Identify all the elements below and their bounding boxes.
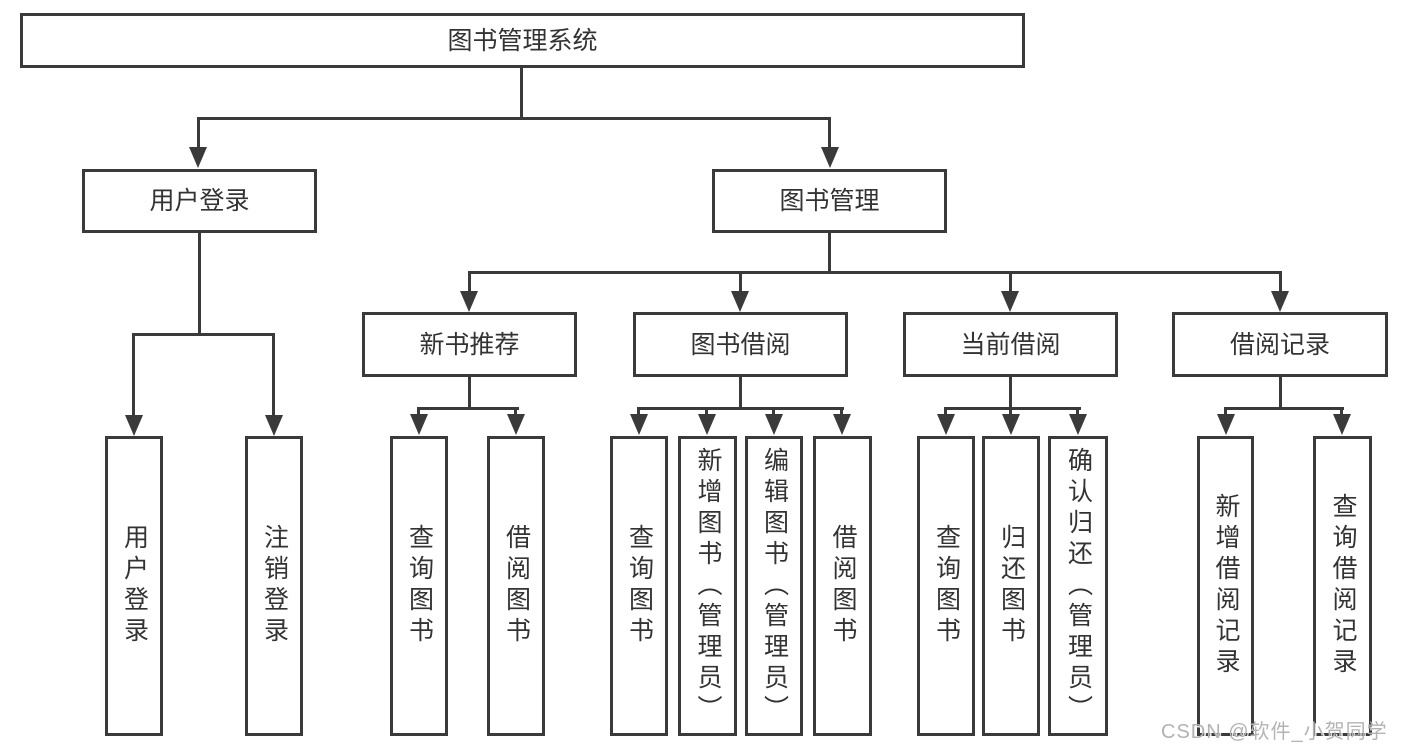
- connector-line: [772, 407, 775, 417]
- leaf-return-books: 归还图书: [982, 436, 1040, 736]
- leaf-borrow-books-borrowing: 借阅图书: [813, 436, 872, 736]
- connector-line: [468, 271, 1282, 274]
- connector-line: [739, 377, 742, 410]
- connector-line: [1224, 407, 1227, 417]
- connector-line: [272, 333, 275, 417]
- connector-line: [1224, 407, 1344, 410]
- arrow-down-icon: [731, 291, 749, 312]
- arrow-down-icon: [1001, 291, 1019, 312]
- connector-line: [1279, 377, 1282, 410]
- watermark: CSDN @软件_小贺同学: [1161, 721, 1388, 743]
- arrow-down-icon: [1333, 414, 1351, 435]
- leaf-borrow-books-recommend: 借阅图书: [487, 436, 545, 736]
- connector-line: [637, 407, 640, 417]
- connector-line: [132, 333, 135, 417]
- connector-line: [197, 117, 831, 120]
- connector-line: [1009, 407, 1012, 417]
- connector-line: [1076, 407, 1079, 417]
- arrow-down-icon: [630, 414, 648, 435]
- arrow-down-icon: [1217, 414, 1235, 435]
- connector-line: [944, 407, 947, 417]
- leaf-query-books-recommend: 查询图书: [390, 436, 448, 736]
- arrow-down-icon: [1271, 291, 1289, 312]
- connector-line: [1340, 407, 1343, 417]
- node-borrowing-records: 借阅记录: [1172, 312, 1388, 377]
- node-user-login: 用户登录: [82, 169, 317, 233]
- connector-line: [198, 233, 201, 336]
- arrow-down-icon: [1069, 414, 1087, 435]
- arrow-down-icon: [189, 147, 207, 168]
- arrow-down-icon: [937, 414, 955, 435]
- connector-line: [468, 377, 471, 410]
- leaf-query-borrow-record: 查询借阅记录: [1313, 436, 1372, 736]
- leaf-query-books-borrowing: 查询图书: [610, 436, 668, 736]
- connector-line: [468, 271, 471, 295]
- connector-line: [514, 407, 517, 417]
- arrow-down-icon: [821, 147, 839, 168]
- connector-line: [944, 407, 1081, 410]
- arrow-down-icon: [765, 414, 783, 435]
- arrow-down-icon: [833, 414, 851, 435]
- connector-line: [132, 333, 275, 336]
- connector-line: [637, 407, 844, 410]
- connector-line: [705, 407, 708, 417]
- leaf-logout-login: 注销登录: [245, 436, 303, 736]
- connector-line: [1009, 377, 1012, 410]
- connector-line: [417, 407, 519, 410]
- arrow-down-icon: [698, 414, 716, 435]
- connector-line: [840, 407, 843, 417]
- connector-line: [1009, 271, 1012, 295]
- arrow-down-icon: [265, 415, 283, 436]
- node-new-book-recommend: 新书推荐: [362, 312, 577, 377]
- node-book-management: 图书管理: [712, 169, 947, 233]
- node-current-borrowing: 当前借阅: [903, 312, 1118, 377]
- arrow-down-icon: [460, 291, 478, 312]
- connector-line: [417, 407, 420, 417]
- leaf-edit-books-admin: 编辑图书（管理员）: [745, 436, 803, 736]
- arrow-down-icon: [410, 414, 428, 435]
- leaf-confirm-return-admin: 确认归还（管理员）: [1048, 436, 1108, 736]
- connector-line: [739, 271, 742, 295]
- connector-line: [828, 233, 831, 274]
- leaf-add-books-admin: 新增图书（管理员）: [678, 436, 737, 736]
- leaf-add-borrow-record: 新增借阅记录: [1197, 436, 1254, 736]
- arrow-down-icon: [1002, 414, 1020, 435]
- connector-line: [197, 117, 200, 151]
- connector-line: [1279, 271, 1282, 295]
- connector-line: [520, 68, 523, 120]
- leaf-query-books-current: 查询图书: [917, 436, 975, 736]
- connector-line: [828, 117, 831, 151]
- arrow-down-icon: [507, 414, 525, 435]
- node-library-management-system: 图书管理系统: [20, 13, 1025, 68]
- node-book-borrowing: 图书借阅: [633, 312, 848, 377]
- arrow-down-icon: [125, 415, 143, 436]
- leaf-user-login: 用户登录: [105, 436, 163, 736]
